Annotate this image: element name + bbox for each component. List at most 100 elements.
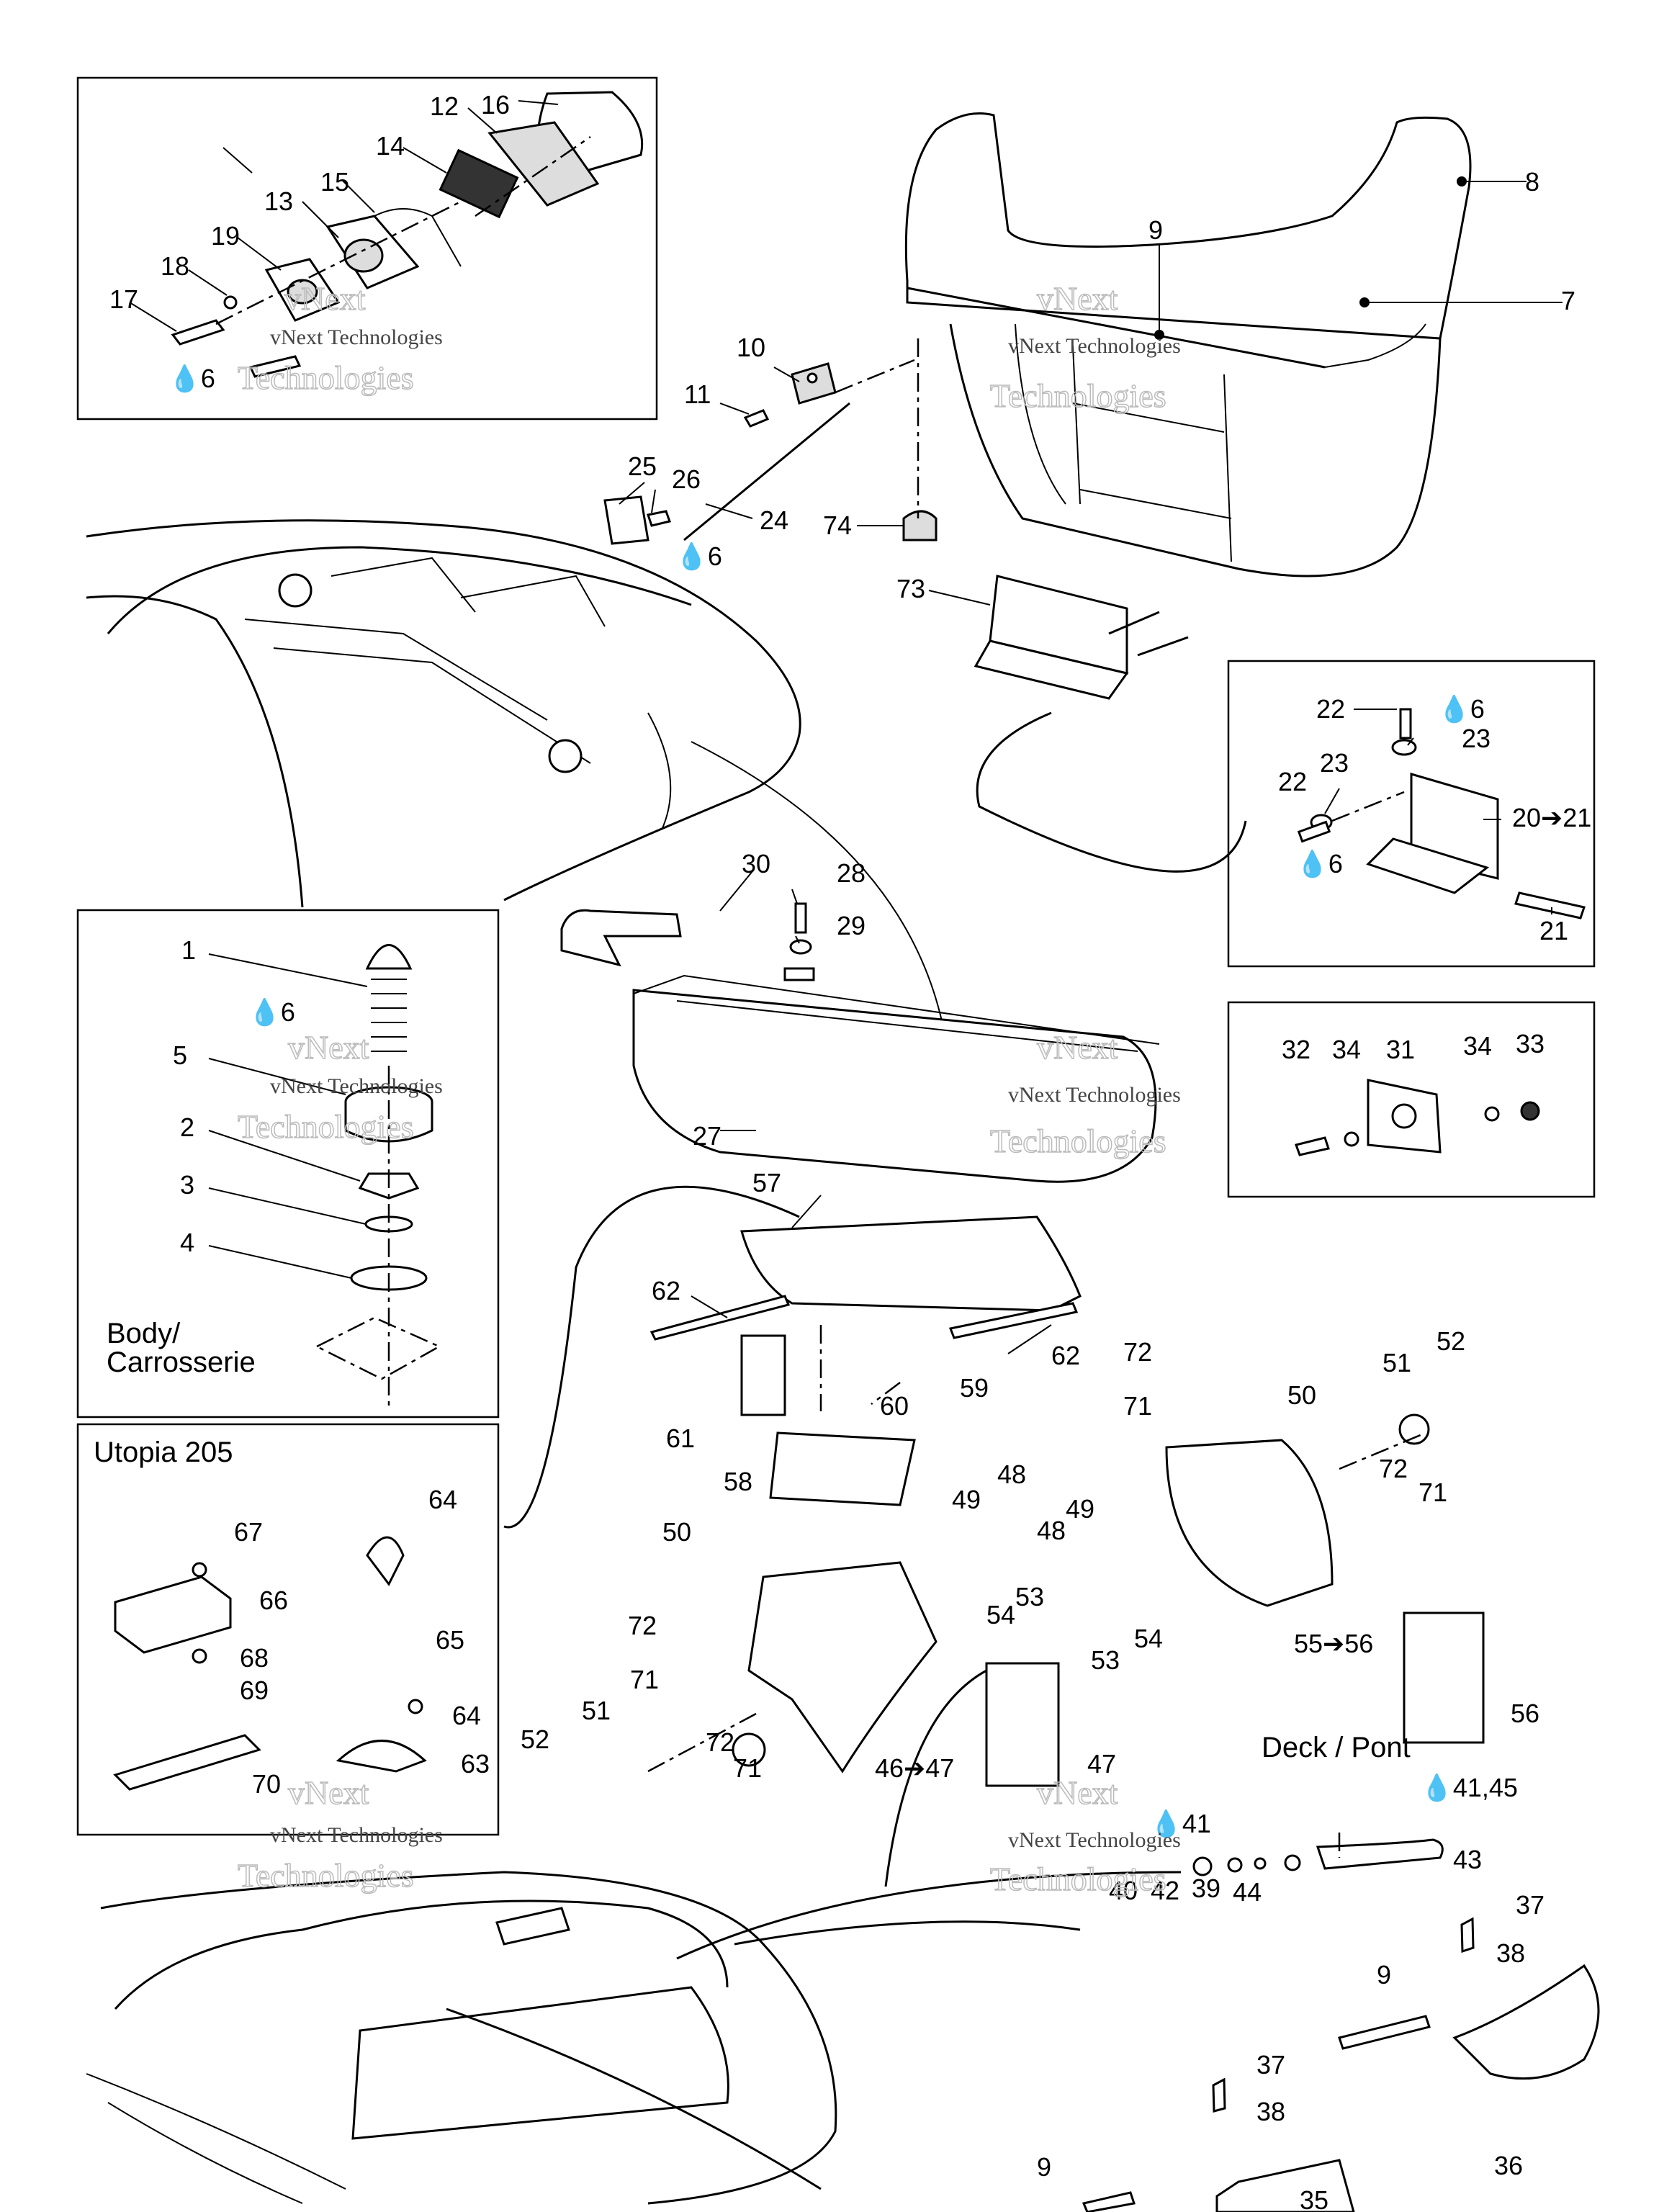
svg-text:vNext Technologies: vNext Technologies xyxy=(1008,334,1181,358)
hull-lower xyxy=(86,1871,1182,2205)
storage-tray xyxy=(560,902,1160,1183)
svg-text:vNext: vNext xyxy=(1037,280,1118,317)
callout-30: 30 xyxy=(742,849,770,878)
callout-drop-6-e: 💧6 xyxy=(248,997,295,1027)
callout-34-b: 34 xyxy=(1463,1031,1492,1061)
svg-text:vNext Technologies: vNext Technologies xyxy=(1008,1083,1181,1107)
callout-57: 57 xyxy=(752,1168,781,1197)
callout-65: 65 xyxy=(436,1625,464,1655)
callouts: 16 12 14 15 13 19 18 17 💧6 8 9 7 10 11 2… xyxy=(94,90,1591,2212)
callout-28: 28 xyxy=(837,858,866,888)
callout-38-b: 38 xyxy=(1256,2097,1285,2126)
utopia-label: Utopia 205 xyxy=(94,1437,233,1468)
callout-54-b: 54 xyxy=(1134,1624,1163,1653)
inset-box-right-small xyxy=(1227,1001,1596,1198)
callout-60: 60 xyxy=(880,1391,909,1421)
watermark-6: vNext vNext Technologies Technologies xyxy=(989,1773,1181,1898)
callout-9-top: 9 xyxy=(1148,215,1163,245)
callout-3: 3 xyxy=(180,1170,194,1200)
callout-49-b: 49 xyxy=(1066,1494,1094,1524)
callout-8: 8 xyxy=(1525,167,1539,197)
svg-text:vNext Technologies: vNext Technologies xyxy=(270,1823,443,1847)
callout-19: 19 xyxy=(211,221,240,251)
callout-22-b: 22 xyxy=(1278,767,1307,796)
inset-box-upper-left xyxy=(76,76,658,421)
callout-15: 15 xyxy=(320,167,349,197)
callout-29: 29 xyxy=(837,911,866,940)
latch-assembly xyxy=(171,91,644,378)
callout-55-56: 55➔56 xyxy=(1294,1629,1373,1658)
utopia-parts xyxy=(113,1536,427,1791)
callout-drop-6-b: 💧6 xyxy=(675,541,722,571)
callout-73: 73 xyxy=(896,574,925,603)
callout-11: 11 xyxy=(684,379,711,409)
svg-text:Technologies: Technologies xyxy=(990,377,1166,414)
callout-56: 56 xyxy=(1511,1699,1539,1728)
watermark-4: vNext vNext Technologies Technologies xyxy=(989,1028,1181,1160)
callout-54-a: 54 xyxy=(986,1600,1015,1629)
callout-72-c: 72 xyxy=(628,1611,657,1640)
callout-40: 40 xyxy=(1109,1876,1138,1905)
callout-26: 26 xyxy=(672,464,701,494)
callout-62-a: 62 xyxy=(652,1276,680,1305)
callout-9-bottom: 9 xyxy=(1037,2152,1051,2182)
callout-drop-41: 💧41 xyxy=(1150,1809,1211,1838)
callout-36: 36 xyxy=(1494,2151,1523,2180)
callout-drop-6-d: 💧6 xyxy=(1296,849,1343,878)
svg-text:vNext Technologies: vNext Technologies xyxy=(270,1074,443,1098)
svg-text:vNext: vNext xyxy=(288,1029,369,1066)
callout-48-b: 48 xyxy=(1037,1516,1066,1545)
callout-32: 32 xyxy=(1282,1035,1310,1064)
callout-46-47: 46➔47 xyxy=(875,1753,954,1783)
callout-50-b: 50 xyxy=(662,1517,691,1547)
lock-hardware xyxy=(1297,708,1586,920)
callout-10: 10 xyxy=(737,333,765,362)
storage-bin xyxy=(503,1185,1485,1887)
callout-23-b: 23 xyxy=(1320,748,1349,778)
deck-fittings xyxy=(1192,1833,1444,1876)
svg-text:vNext: vNext xyxy=(1037,1029,1118,1066)
callout-23-a: 23 xyxy=(1462,724,1491,753)
hull-upper xyxy=(86,519,951,1081)
seat-rod xyxy=(603,362,850,545)
callout-44: 44 xyxy=(1233,1877,1262,1907)
svg-text:vNext: vNext xyxy=(288,1774,369,1811)
watermark-2: vNext vNext Technologies Technologies xyxy=(989,279,1181,415)
callout-59: 59 xyxy=(960,1373,989,1403)
callout-21: 21 xyxy=(1539,916,1568,945)
svg-text:vNext: vNext xyxy=(284,280,366,317)
callout-9-mid: 9 xyxy=(1377,1960,1391,1990)
body-label: Body/ xyxy=(107,1318,181,1349)
callout-72-b: 72 xyxy=(1379,1454,1408,1483)
callout-33: 33 xyxy=(1516,1029,1545,1058)
callout-17: 17 xyxy=(109,284,138,314)
callout-1: 1 xyxy=(181,935,196,965)
svg-text:Technologies: Technologies xyxy=(238,1108,414,1145)
watermark-1: vNext vNext Technologies Technologies xyxy=(237,279,443,397)
callout-25: 25 xyxy=(628,451,657,481)
inset-box-right-middle xyxy=(1227,660,1596,968)
callout-51-b: 51 xyxy=(582,1696,611,1725)
svg-text:vNext: vNext xyxy=(1037,1774,1118,1811)
svg-text:Technologies: Technologies xyxy=(238,1857,414,1894)
callout-20-21: 20➔21 xyxy=(1512,803,1591,832)
callout-43: 43 xyxy=(1453,1845,1482,1874)
callout-13: 13 xyxy=(264,186,293,216)
callout-47: 47 xyxy=(1087,1749,1116,1779)
callout-71-b: 71 xyxy=(1419,1478,1447,1507)
grommet-74 xyxy=(902,510,938,541)
curved-arrow-73 xyxy=(976,711,1247,873)
callout-52-a: 52 xyxy=(1437,1326,1465,1356)
svg-text:Technologies: Technologies xyxy=(990,1123,1166,1159)
callout-58: 58 xyxy=(724,1467,752,1496)
svg-text:Technologies: Technologies xyxy=(238,359,414,396)
callout-51-a: 51 xyxy=(1382,1348,1411,1377)
callout-69: 69 xyxy=(240,1676,269,1705)
callout-68: 68 xyxy=(240,1643,269,1673)
carrosserie-label: Carrosserie xyxy=(107,1346,256,1378)
callout-63: 63 xyxy=(461,1749,490,1779)
callout-48-a: 48 xyxy=(997,1460,1026,1489)
callout-61: 61 xyxy=(666,1424,695,1453)
callout-72-a: 72 xyxy=(1123,1337,1152,1367)
